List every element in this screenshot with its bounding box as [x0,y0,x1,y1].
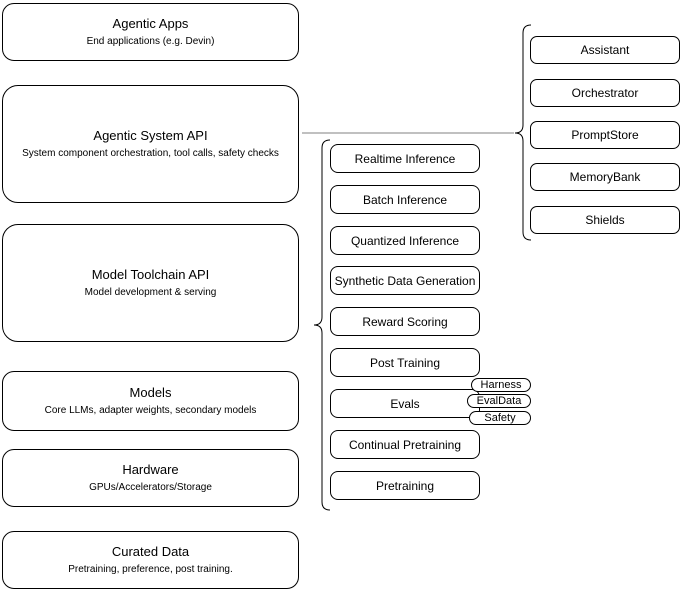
toolchain-item-batch-inference: Batch Inference [330,185,480,214]
box-agentic-apps: Agentic Apps End applications (e.g. Devi… [2,3,299,61]
tag-label: Safety [484,411,516,424]
box-subtitle: Model development & serving [84,286,217,298]
toolchain-item-post-training: Post Training [330,348,480,377]
box-model-toolchain-api: Model Toolchain API Model development & … [2,224,299,342]
component-label: PromptStore [571,128,639,142]
component-memorybank: MemoryBank [530,163,680,191]
component-orchestrator: Orchestrator [530,79,680,107]
box-subtitle: GPUs/Accelerators/Storage [89,481,212,493]
tag-evaldata: EvalData [467,394,531,408]
toolchain-item-quantized-inference: Quantized Inference [330,226,480,255]
toolchain-item-label: Reward Scoring [362,314,448,329]
components-brace [514,24,532,241]
tag-label: EvalData [476,394,522,407]
toolchain-item-label: Pretraining [375,478,435,493]
box-title: Hardware [122,462,179,478]
box-subtitle: Pretraining, preference, post training. [68,563,233,575]
box-title: Models [129,385,172,401]
toolchain-item-label: Quantized Inference [350,233,460,248]
toolchain-item-pretraining: Pretraining [330,471,480,500]
component-label: Assistant [580,43,630,57]
box-subtitle: Core LLMs, adapter weights, secondary mo… [44,404,257,416]
box-subtitle: End applications (e.g. Devin) [86,35,215,47]
component-label: Shields [585,213,625,227]
tag-safety: Safety [469,411,531,425]
toolchain-item-label: Continual Pretraining [348,437,462,452]
toolchain-item-label: Evals [390,396,420,411]
toolchain-item-label: Batch Inference [362,192,448,207]
toolchain-item-label: Post Training [369,355,441,370]
box-curated-data: Curated Data Pretraining, preference, po… [2,531,299,589]
box-title: Agentic Apps [112,16,189,32]
box-models: Models Core LLMs, adapter weights, secon… [2,371,299,431]
component-label: Orchestrator [571,86,639,100]
box-title: Model Toolchain API [91,267,210,283]
box-hardware: Hardware GPUs/Accelerators/Storage [2,449,299,507]
tag-harness: Harness [471,378,531,392]
component-shields: Shields [530,206,680,234]
box-title: Curated Data [111,544,190,560]
box-title: Agentic System API [93,128,208,144]
component-label: MemoryBank [569,170,641,184]
toolchain-item-reward-scoring: Reward Scoring [330,307,480,336]
tag-label: Harness [480,378,522,391]
toolchain-item-realtime-inference: Realtime Inference [330,144,480,173]
toolchain-item-label: Synthetic Data Generation [334,273,476,288]
toolchain-item-synthetic-data-generation: Synthetic Data Generation [330,266,480,295]
box-agentic-system-api: Agentic System API System component orch… [2,85,299,203]
component-assistant: Assistant [530,36,680,64]
toolchain-item-continual-pretraining: Continual Pretraining [330,430,480,459]
toolchain-brace [313,139,331,511]
box-subtitle: System component orchestration, tool cal… [22,147,279,159]
toolchain-item-label: Realtime Inference [354,151,456,166]
component-promptstore: PromptStore [530,121,680,149]
toolchain-item-evals: Evals [330,389,480,418]
